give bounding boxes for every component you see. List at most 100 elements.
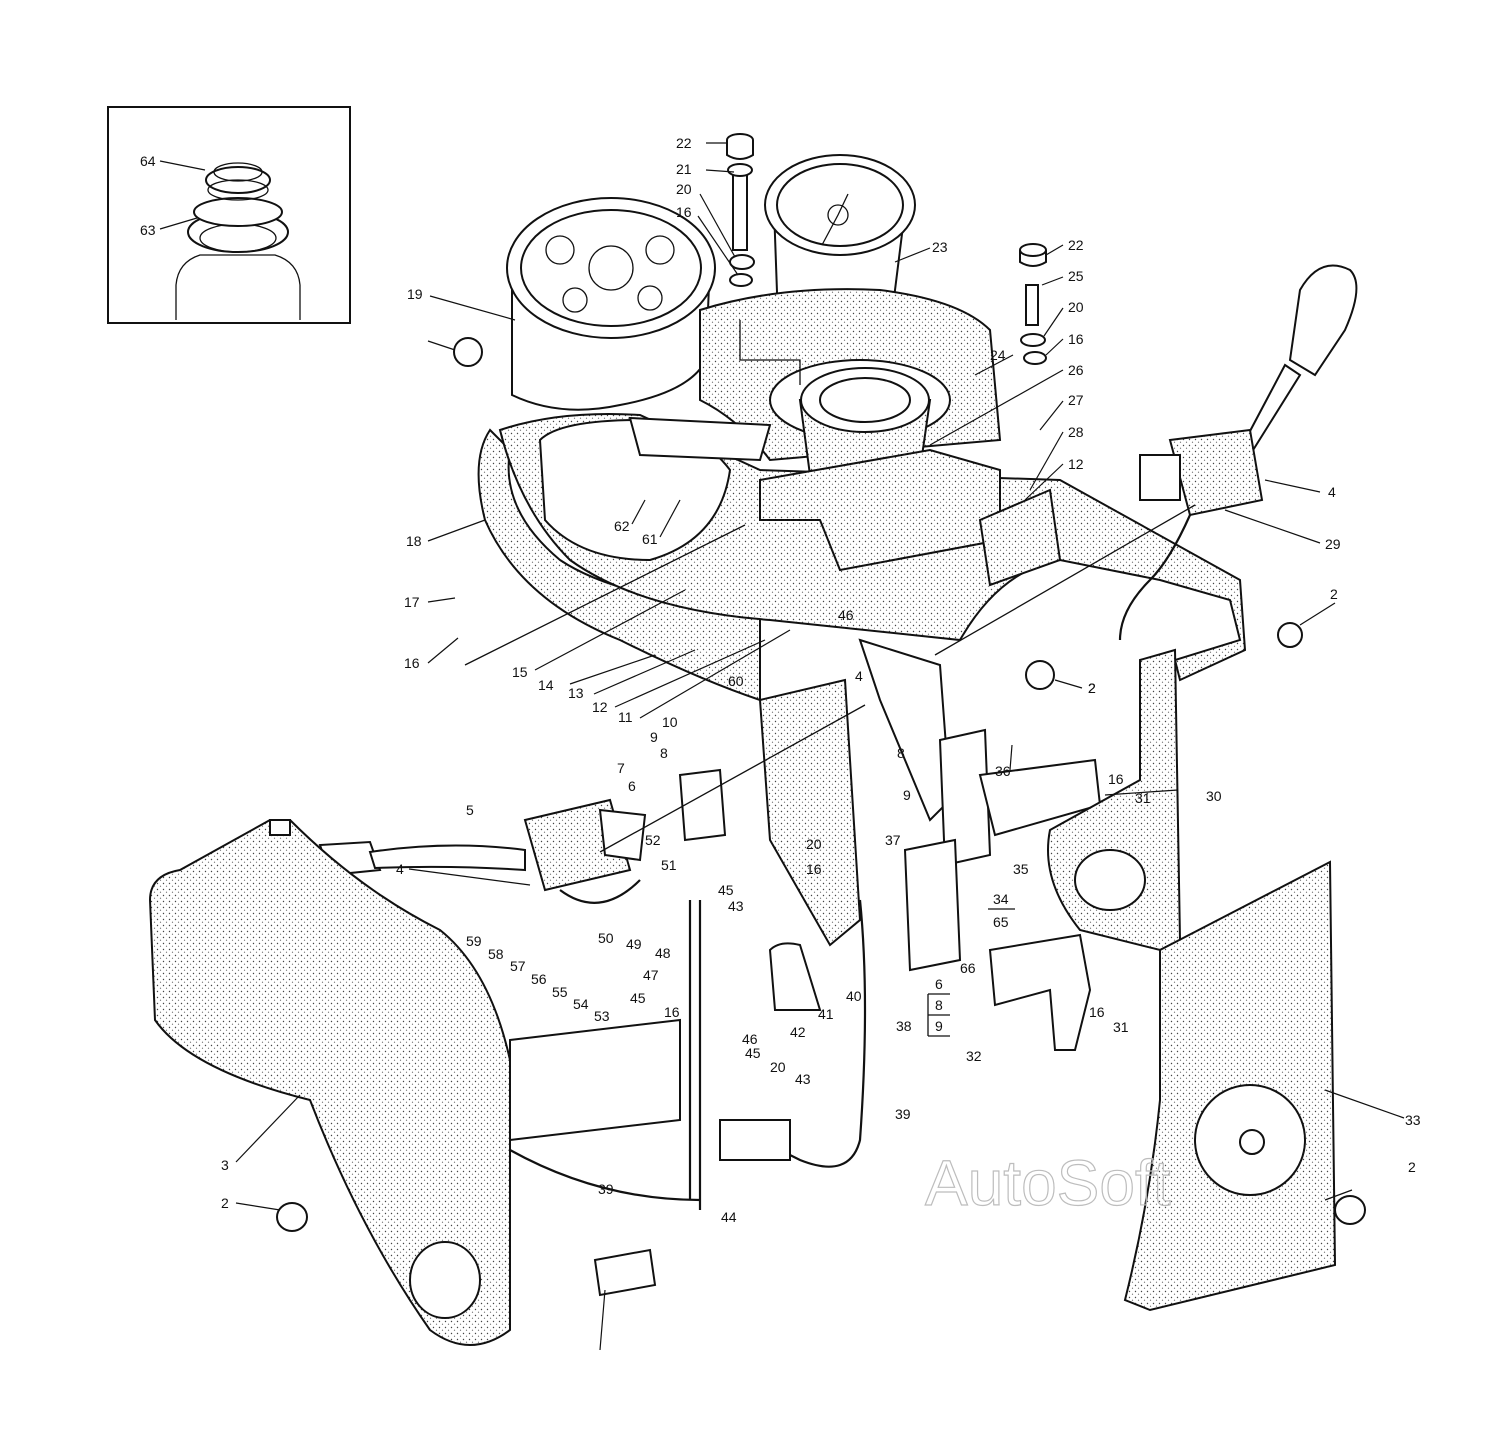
callout-40: 40	[846, 988, 862, 1004]
callout-9: 9	[935, 1018, 943, 1034]
callout-47: 47	[643, 967, 659, 983]
callout-39: 39	[598, 1181, 614, 1197]
callout-39: 39	[895, 1106, 911, 1122]
callout-12: 12	[1068, 456, 1084, 472]
callout-5: 5	[466, 802, 474, 818]
callout-37: 37	[885, 832, 901, 848]
callout-53: 53	[594, 1008, 610, 1024]
callout-20: 20	[806, 836, 822, 852]
callout-52: 52	[645, 832, 661, 848]
callout-48: 48	[655, 945, 671, 961]
callout-2: 2	[1408, 1159, 1416, 1175]
callout-21: 21	[676, 161, 692, 177]
callout-57: 57	[510, 958, 526, 974]
callout-7: 7	[617, 760, 625, 776]
callout-10: 10	[662, 714, 678, 730]
fastener-stack-right	[1019, 243, 1047, 365]
right-stalk-switch	[1118, 264, 1358, 641]
callout-2: 2	[221, 1195, 229, 1211]
callout-8: 8	[897, 745, 905, 761]
callout-19: 19	[407, 286, 423, 302]
centre-bracket	[678, 638, 1102, 972]
callout-18: 18	[406, 533, 422, 549]
callout-4: 4	[1328, 484, 1336, 500]
callout-46: 46	[742, 1031, 758, 1047]
lower-wiring	[509, 899, 1092, 1297]
callout-22: 22	[676, 135, 692, 151]
callout-64: 64	[140, 153, 156, 169]
callout-62: 62	[614, 518, 630, 534]
callout-49: 49	[626, 936, 642, 952]
thumb-screws	[276, 337, 1366, 1232]
callout-60: 60	[728, 673, 744, 689]
callout-33: 33	[1405, 1112, 1421, 1128]
callout-14: 14	[538, 677, 554, 693]
callout-labels: 64 63 22 21 20 16 19 23 22 25 20 16 24 2…	[140, 135, 1421, 1225]
boxed-number-rules	[927, 908, 1015, 1037]
callout-41: 41	[818, 1006, 834, 1022]
callout-2: 2	[1088, 680, 1096, 696]
callout-50: 50	[598, 930, 614, 946]
callout-51: 51	[661, 857, 677, 873]
callout-20: 20	[770, 1059, 786, 1075]
callout-8: 8	[660, 745, 668, 761]
callout-46: 46	[838, 607, 854, 623]
callout-20: 20	[1068, 299, 1084, 315]
callout-61: 61	[642, 531, 658, 547]
callout-45: 45	[718, 882, 734, 898]
column-shroud	[759, 367, 1062, 587]
callout-9: 9	[650, 729, 658, 745]
large-gauge	[506, 197, 716, 411]
callout-2: 2	[1088, 680, 1096, 696]
callout-55: 55	[552, 984, 568, 1000]
left-lower-cover	[148, 819, 511, 1346]
callout-2: 2	[1330, 586, 1338, 602]
callout-16: 16	[1089, 1004, 1105, 1020]
callout-13: 13	[568, 685, 584, 701]
callout-45: 45	[630, 990, 646, 1006]
callout-38: 38	[896, 1018, 912, 1034]
watermark: AutoSoft	[925, 1147, 1171, 1219]
callout-17: 17	[404, 594, 420, 610]
callout-44: 44	[721, 1209, 737, 1225]
right-side-panel	[1047, 648, 1182, 952]
callout-43: 43	[795, 1071, 811, 1087]
callout-54: 54	[573, 996, 589, 1012]
callout-43: 43	[728, 898, 744, 914]
callout-29: 29	[1325, 536, 1341, 552]
callout-58: 58	[488, 946, 504, 962]
callout-26: 26	[1068, 362, 1084, 378]
callout-4: 4	[855, 668, 863, 684]
callout-28: 28	[1068, 424, 1084, 440]
callout-9: 9	[903, 787, 911, 803]
callout-16: 16	[404, 655, 420, 671]
callout-25: 25	[1068, 268, 1084, 284]
callout-65: 65	[993, 914, 1009, 930]
callout-16: 16	[1068, 331, 1084, 347]
callout-3: 3	[221, 1157, 229, 1173]
callout-16: 16	[806, 861, 822, 877]
callout-30: 30	[1206, 788, 1222, 804]
callout-63: 63	[140, 222, 156, 238]
callout-32: 32	[966, 1048, 982, 1064]
callout-4: 4	[396, 861, 404, 877]
callout-6: 6	[628, 778, 636, 794]
callout-16: 16	[676, 204, 692, 220]
callout-20: 20	[676, 181, 692, 197]
callout-24: 24	[990, 347, 1006, 363]
callout-15: 15	[512, 664, 528, 680]
callout-45: 45	[745, 1045, 761, 1061]
callout-6: 6	[935, 976, 943, 992]
inset-detail	[107, 106, 351, 324]
callout-16: 16	[1108, 771, 1124, 787]
callout-16: 16	[664, 1004, 680, 1020]
callout-59: 59	[466, 933, 482, 949]
left-stalk-switch	[318, 798, 647, 904]
callout-56: 56	[531, 971, 547, 987]
callout-12: 12	[592, 699, 608, 715]
callout-36: 36	[995, 763, 1011, 779]
callout-31: 31	[1135, 790, 1151, 806]
callout-35: 35	[1013, 861, 1029, 877]
right-lower-cover	[1123, 860, 1337, 1312]
